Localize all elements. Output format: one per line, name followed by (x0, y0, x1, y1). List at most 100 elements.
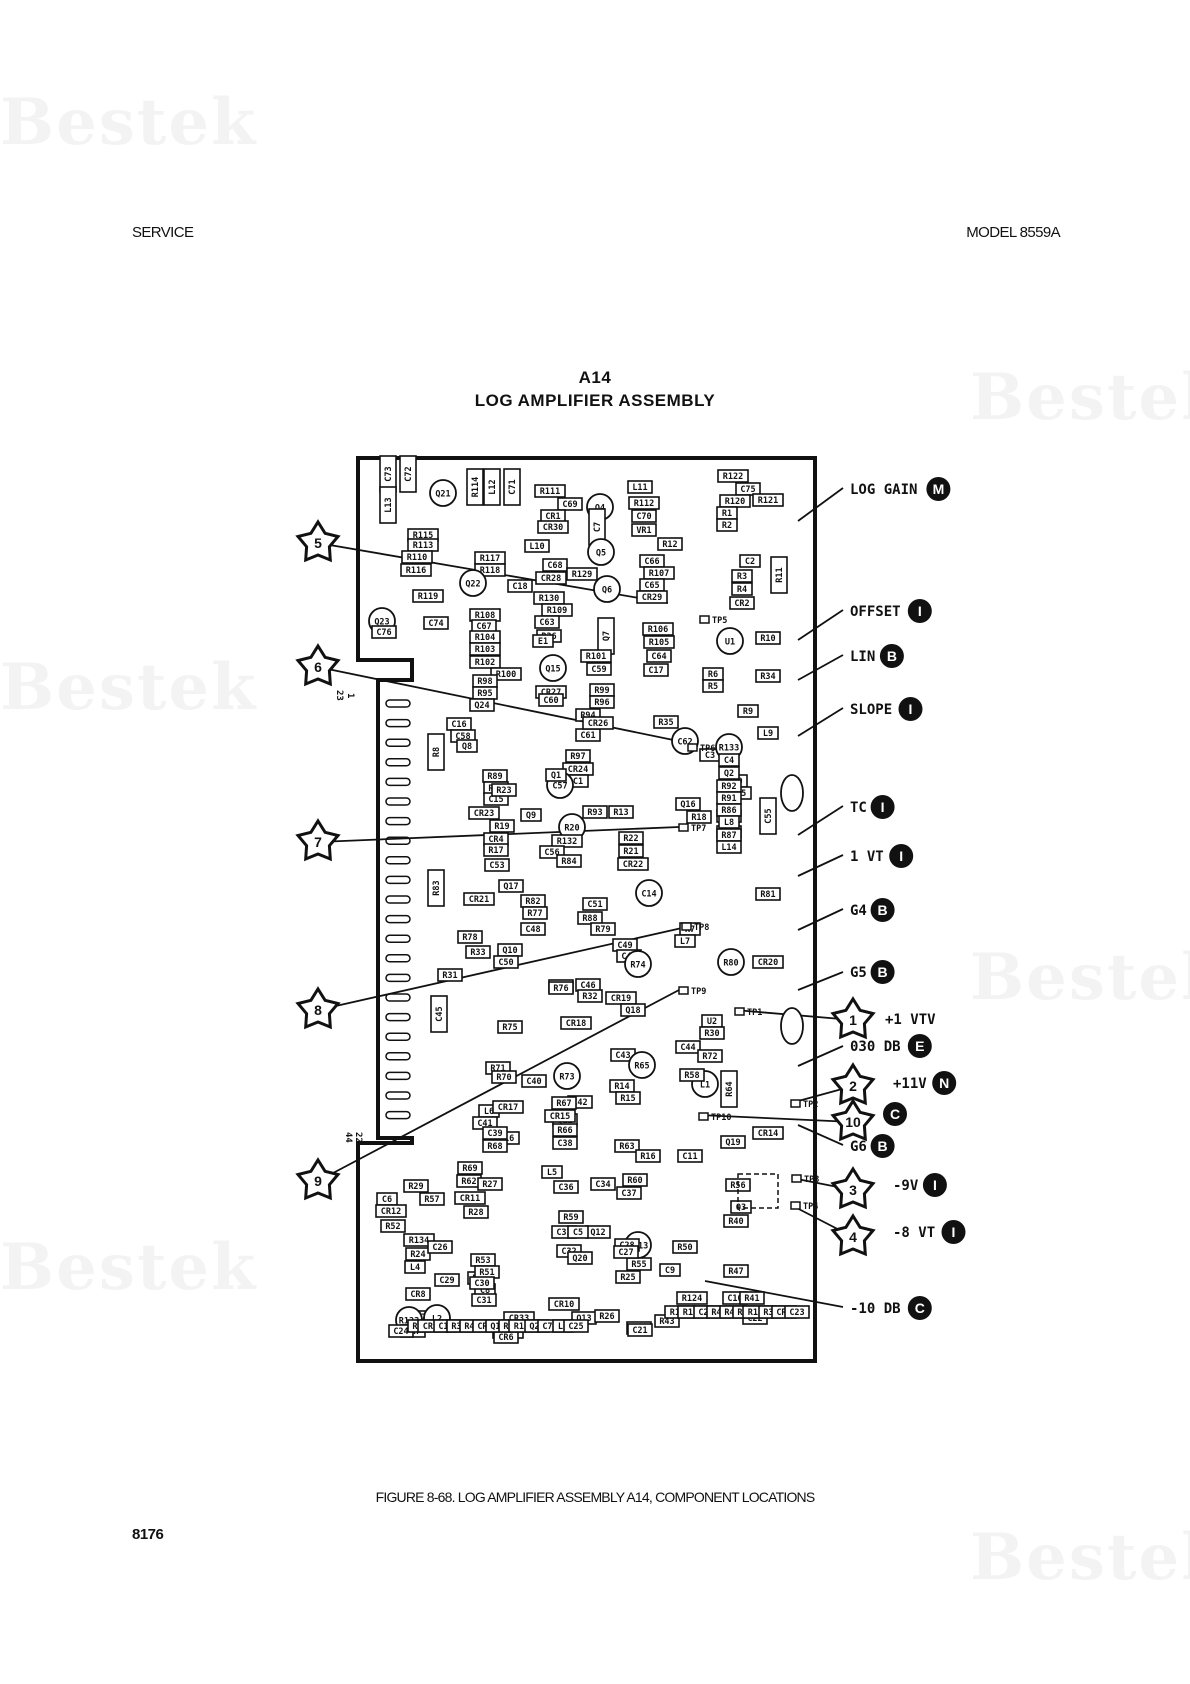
callout-badge: C (907, 1296, 932, 1320)
svg-text:C16: C16 (451, 720, 466, 730)
svg-text:CR18: CR18 (566, 1019, 586, 1029)
svg-text:R89: R89 (487, 772, 502, 782)
svg-text:R59: R59 (563, 1213, 578, 1223)
test-point-tp2: TP2 (790, 1099, 818, 1110)
svg-text:R58: R58 (684, 1071, 699, 1081)
component-r30: R30 (699, 1026, 725, 1040)
svg-text:R12: R12 (662, 540, 677, 550)
component-r69: R69 (457, 1161, 483, 1175)
callout-leader-line (797, 854, 844, 877)
svg-text:C25: C25 (568, 1322, 583, 1332)
svg-text:R37: R37 (763, 1308, 778, 1318)
pin-label-22: 22 (353, 1132, 363, 1143)
component-r52: R52 (380, 1219, 406, 1233)
callout-leader-line (797, 805, 844, 836)
svg-text:R67: R67 (556, 1099, 571, 1109)
svg-text:R72: R72 (702, 1052, 717, 1062)
svg-text:R57: R57 (424, 1195, 439, 1205)
component-c26: C26 (427, 1240, 453, 1254)
svg-text:C18: C18 (512, 582, 527, 592)
svg-text:+1 VTV: +1 VTV (885, 1012, 936, 1028)
svg-text:R103: R103 (475, 645, 495, 655)
svg-text:TP4: TP4 (803, 1202, 818, 1212)
component-r80: R80 (717, 948, 745, 976)
component-cr23: CR23 (468, 806, 500, 820)
svg-text:R79: R79 (595, 925, 610, 935)
component-c4: C4 (718, 753, 740, 767)
component-cr29: CR29 (636, 590, 668, 604)
svg-text:B: B (887, 648, 897, 664)
component-r95: R95 (472, 686, 498, 700)
component-c74: C74 (423, 616, 449, 630)
component-r33: R33 (465, 945, 491, 959)
component-c69: C69 (557, 497, 583, 511)
svg-text:R106: R106 (648, 625, 668, 635)
component-cr8: CR8 (405, 1287, 431, 1301)
svg-text:Q17: Q17 (503, 882, 518, 892)
component-r107: R107 (643, 566, 675, 580)
component-r9: R9 (737, 704, 759, 718)
svg-text:R124: R124 (682, 1294, 702, 1304)
svg-text:C27: C27 (618, 1248, 633, 1258)
component-r26: R26 (594, 1309, 620, 1323)
svg-text:C4: C4 (724, 756, 734, 766)
svg-text:R56: R56 (730, 1181, 745, 1191)
component-cr21: CR21 (463, 892, 495, 906)
svg-text:CR11: CR11 (460, 1194, 480, 1204)
figure-caption: FIGURE 8-68. LOG AMPLIFIER ASSEMBLY A14,… (375, 1489, 816, 1505)
component-r130: R130 (533, 591, 565, 605)
callout-badge: I (922, 1173, 947, 1197)
svg-text:C21: C21 (632, 1326, 647, 1336)
component-r112: R112 (628, 496, 660, 510)
svg-text:C17: C17 (648, 666, 663, 676)
test-point-tp5: TP5 (699, 615, 727, 626)
component-c68: C68 (542, 558, 568, 572)
component-c5: C5 (567, 1225, 589, 1239)
component-r50: R50 (672, 1240, 698, 1254)
dashed-outline (737, 1173, 779, 1209)
svg-text:C62: C62 (677, 738, 692, 748)
svg-text:C75: C75 (740, 485, 755, 495)
test-point-tp6: TP6 (687, 743, 715, 754)
callout-1-vtv: +1 VTV (885, 1012, 936, 1028)
component-r53: R53 (470, 1253, 496, 1267)
svg-text:C46: C46 (580, 981, 595, 991)
edge-pin (385, 1012, 411, 1022)
svg-text:I: I (933, 1177, 937, 1193)
edge-pin (385, 1071, 411, 1081)
component-r28: R28 (463, 1205, 489, 1219)
component-c14: C14 (635, 879, 663, 907)
watermark: Bestek (970, 1520, 1190, 1595)
svg-text:R71: R71 (490, 1064, 505, 1074)
callout-leader-line (797, 1124, 844, 1146)
component-r40: R40 (723, 1214, 749, 1228)
component-r79: R79 (590, 922, 616, 936)
svg-text:C38: C38 (557, 1139, 572, 1149)
svg-text:R65: R65 (634, 1062, 649, 1072)
svg-text:2: 2 (849, 1078, 857, 1094)
svg-text:R24: R24 (410, 1250, 425, 1260)
svg-text:Q16: Q16 (680, 800, 695, 810)
figure-title-line1: A14 (578, 368, 612, 387)
component-r6: R6 (702, 667, 724, 681)
svg-text:R41: R41 (744, 1294, 759, 1304)
svg-text:R133: R133 (719, 744, 739, 754)
svg-text:R76: R76 (553, 984, 568, 994)
svg-text:R122: R122 (723, 472, 743, 482)
svg-text:TP8: TP8 (694, 923, 709, 933)
svg-text:L4: L4 (410, 1263, 420, 1273)
adjustment-star-10: 10 (830, 1098, 876, 1142)
callout-badge: B (870, 960, 895, 984)
svg-text:R119: R119 (418, 592, 438, 602)
svg-text:C7: C7 (593, 522, 603, 532)
component-l4: L4 (404, 1260, 426, 1274)
svg-text:R77: R77 (527, 909, 542, 919)
component-c2: C2 (739, 554, 761, 568)
component-r82: R82 (520, 894, 546, 908)
svg-text:R110: R110 (407, 553, 427, 563)
adjustment-star-7: 7 (295, 818, 341, 862)
edge-pin (385, 914, 411, 924)
